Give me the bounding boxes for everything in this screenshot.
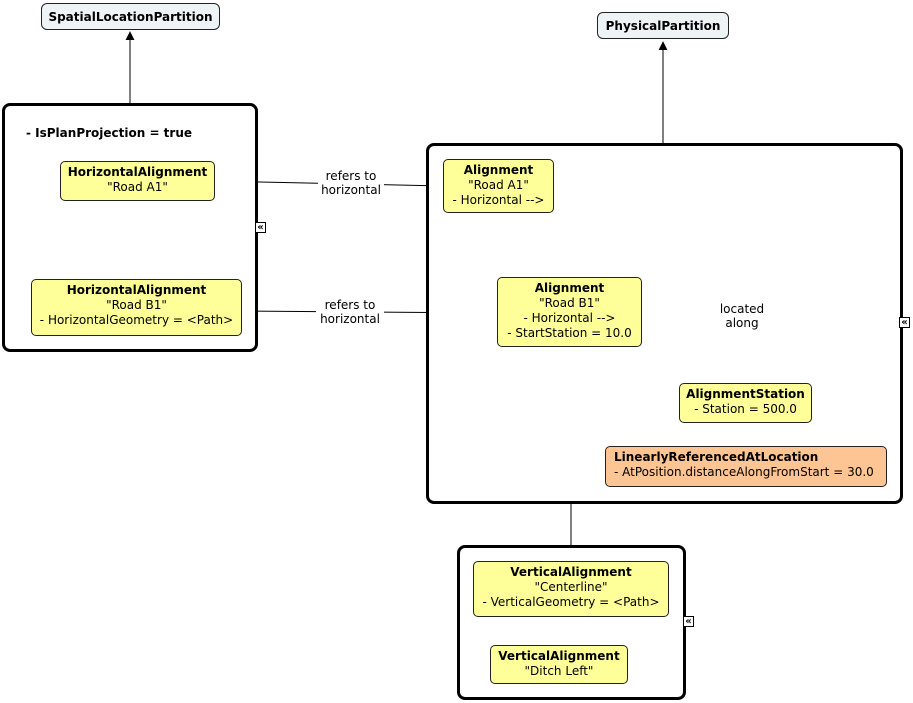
physical-partition[interactable]: PhysicalPartition	[597, 12, 729, 39]
node-line: - AtPosition.distanceAlongFromStart = 30…	[614, 465, 874, 479]
vertical-alignment-ditch-left[interactable]: VerticalAlignment "Ditch Left"	[490, 645, 628, 684]
node-title: HorizontalAlignment	[66, 283, 207, 297]
edge-label-refers-b1: refers to horizontal	[316, 298, 384, 326]
collapse-spatial-icon[interactable]: «	[255, 222, 266, 233]
node-title: VerticalAlignment	[510, 565, 632, 579]
horizontal-alignment-road-b1[interactable]: HorizontalAlignment "Road B1" - Horizont…	[31, 279, 242, 336]
node-title: LinearlyReferencedAtLocation	[614, 450, 819, 464]
node-title: VerticalAlignment	[498, 649, 620, 663]
horizontal-alignment-road-a1[interactable]: HorizontalAlignment "Road A1"	[60, 161, 215, 201]
node-line: - HorizontalGeometry = <Path>	[39, 313, 234, 327]
plan-projection-property: - IsPlanProjection = true	[26, 126, 193, 140]
alignment-road-b1[interactable]: Alignment "Road B1" - Horizontal --> - S…	[497, 277, 642, 347]
node-line: "Ditch Left"	[524, 664, 594, 678]
node-line: "Road A1"	[468, 178, 529, 192]
alignment-road-a1[interactable]: Alignment "Road A1" - Horizontal -->	[443, 159, 554, 213]
vertical-alignment-centerline[interactable]: VerticalAlignment "Centerline" - Vertica…	[473, 561, 669, 617]
edge-label-line: along	[725, 316, 759, 330]
edge-label-line: refers to	[325, 169, 377, 183]
node-line: "Road B1"	[106, 298, 167, 312]
edge-label-line: located	[719, 302, 765, 316]
node-title: Alignment	[534, 281, 605, 295]
node-line: - Horizontal -->	[523, 311, 616, 325]
node-line: - Station = 500.0	[694, 402, 797, 416]
edge-label-located-along: located along	[715, 302, 769, 330]
node-title: Alignment	[463, 163, 534, 177]
node-title: HorizontalAlignment	[67, 165, 208, 179]
node-line: "Centerline"	[534, 580, 608, 594]
edge-label-line: refers to	[324, 298, 376, 312]
node-line: - StartStation = 10.0	[507, 326, 632, 340]
edge-label-line: horizontal	[320, 312, 380, 326]
node-line: "Road A1"	[107, 180, 168, 194]
node-line: - Horizontal -->	[452, 193, 545, 207]
node-line: "Road B1"	[539, 296, 600, 310]
spatial-location-partition[interactable]: SpatialLocationPartition	[41, 3, 220, 30]
node-title: AlignmentStation	[686, 387, 805, 401]
edge-label-refers-a1: refers to horizontal	[318, 169, 384, 197]
alignment-station[interactable]: AlignmentStation - Station = 500.0	[679, 383, 812, 423]
node-line: - VerticalGeometry = <Path>	[482, 595, 660, 609]
edge-label-line: horizontal	[321, 183, 381, 197]
collapse-vertical-icon[interactable]: «	[683, 616, 694, 627]
collapse-physical-icon[interactable]: «	[899, 317, 910, 328]
linearly-referenced-at-location[interactable]: LinearlyReferencedAtLocation - AtPositio…	[605, 446, 887, 487]
